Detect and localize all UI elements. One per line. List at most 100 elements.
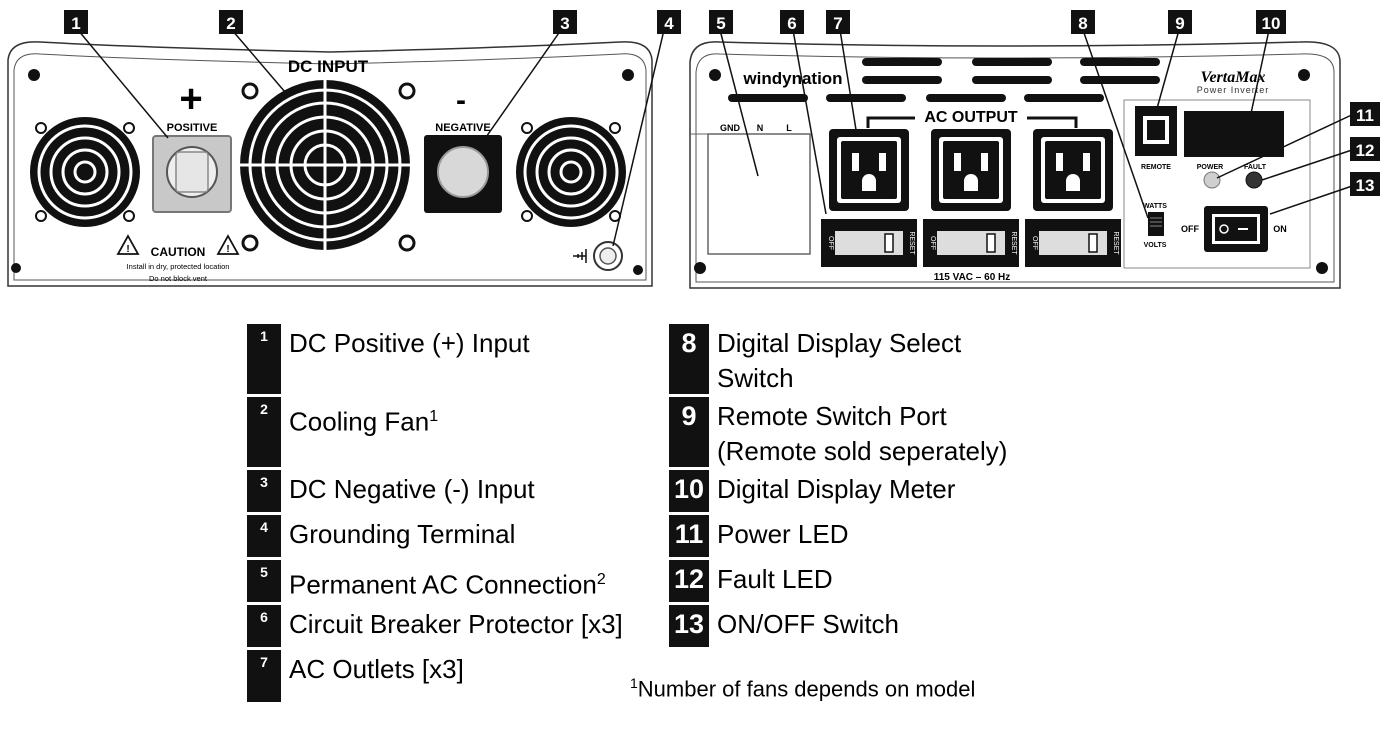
ac-output-label: AC OUTPUT bbox=[924, 109, 1018, 126]
legend-number: 12 bbox=[669, 560, 709, 602]
legend-number: 4 bbox=[247, 515, 281, 557]
legend-text-line2: (Remote sold seperately) bbox=[717, 436, 1008, 466]
svg-text:!: ! bbox=[126, 244, 129, 255]
legend-text: AC Outlets [x3] bbox=[289, 654, 464, 684]
svg-text:-: - bbox=[456, 84, 466, 117]
digital-display bbox=[1184, 111, 1284, 157]
legend-number: 3 bbox=[247, 470, 281, 512]
svg-text:OFF: OFF bbox=[929, 236, 936, 250]
footnote: 1Number of fans depends on model bbox=[630, 675, 975, 702]
cooling-fan bbox=[240, 80, 416, 252]
legend-item-1: 1 DC Positive (+) Input bbox=[247, 324, 530, 394]
legend-item-3: 3 DC Negative (-) Input bbox=[247, 470, 535, 512]
legend-text: Remote Switch Port bbox=[717, 401, 947, 431]
footnote-text: Number of fans depends on model bbox=[637, 676, 976, 702]
legend-text: Permanent AC Connection bbox=[289, 569, 597, 600]
legend-number: 8 bbox=[669, 324, 709, 394]
on-off-switch: OFF ON bbox=[1181, 206, 1287, 252]
ground-terminal bbox=[573, 241, 623, 271]
legend-text: Grounding Terminal bbox=[289, 519, 516, 549]
svg-text:10: 10 bbox=[1262, 14, 1281, 33]
svg-text:5: 5 bbox=[716, 14, 725, 33]
legend-item-13: 13 ON/OFF Switch bbox=[669, 605, 899, 647]
svg-text:L: L bbox=[786, 123, 792, 133]
callout-10: 10 bbox=[1256, 10, 1286, 34]
caution-label: ! ! CAUTION Install in dry, protected lo… bbox=[116, 234, 240, 283]
svg-text:!: ! bbox=[226, 244, 229, 255]
legend-text: Digital Display Meter bbox=[717, 474, 956, 504]
svg-text:Power Inverter: Power Inverter bbox=[1197, 85, 1270, 95]
legend-text: DC Positive (+) Input bbox=[289, 328, 530, 358]
legend-text: Cooling Fan bbox=[289, 406, 430, 437]
power-led bbox=[1203, 171, 1221, 189]
svg-text:7: 7 bbox=[833, 14, 842, 33]
footnote-marker: 1 bbox=[630, 675, 638, 691]
svg-text:RESET: RESET bbox=[908, 231, 915, 255]
legend-item-7: 7 AC Outlets [x3] bbox=[247, 650, 464, 702]
callout-13: 13 bbox=[1350, 172, 1380, 196]
svg-text:+: + bbox=[179, 77, 202, 121]
svg-text:OFF: OFF bbox=[1031, 236, 1038, 250]
legend-number: 1 bbox=[247, 324, 281, 394]
display-select-switch: WATTS VOLTS bbox=[1143, 203, 1167, 249]
svg-text:POWER: POWER bbox=[1197, 164, 1223, 171]
svg-text:WATTS: WATTS bbox=[1143, 203, 1167, 210]
callout-2: 2 bbox=[219, 10, 243, 34]
legend-item-4: 4 Grounding Terminal bbox=[247, 515, 515, 557]
callout-6: 6 bbox=[780, 10, 804, 34]
svg-text:8: 8 bbox=[1078, 14, 1087, 33]
right-small-fan bbox=[514, 115, 628, 229]
legend-number: 11 bbox=[669, 515, 709, 557]
svg-text:Do not block vent: Do not block vent bbox=[149, 274, 208, 283]
legend-text: DC Negative (-) Input bbox=[289, 474, 535, 504]
legend-number: 5 bbox=[247, 560, 281, 602]
callout-5: 5 bbox=[709, 10, 733, 34]
circuit-breaker-2: OFF RESET bbox=[922, 218, 1020, 268]
callout-1: 1 bbox=[64, 10, 88, 34]
vent-slots bbox=[728, 58, 1160, 102]
svg-text:9: 9 bbox=[1175, 14, 1184, 33]
circuit-breaker-3: OFF RESET bbox=[1024, 218, 1122, 268]
svg-text:N: N bbox=[757, 123, 764, 133]
legend-item-11: 11 Power LED bbox=[669, 515, 849, 557]
svg-text:13: 13 bbox=[1356, 176, 1375, 195]
circuit-breaker-1: OFF RESET bbox=[820, 218, 918, 268]
legend-superscript: 1 bbox=[429, 408, 439, 425]
legend-superscript: 2 bbox=[596, 571, 606, 588]
legend-text: Power LED bbox=[717, 519, 849, 549]
legend-item-6: 6 Circuit Breaker Protector [x3] bbox=[247, 605, 623, 647]
svg-text:REMOTE: REMOTE bbox=[1141, 164, 1171, 171]
svg-text:6: 6 bbox=[787, 14, 796, 33]
callout-8: 8 bbox=[1071, 10, 1095, 34]
svg-text:OFF: OFF bbox=[827, 236, 834, 250]
legend-text: Circuit Breaker Protector [x3] bbox=[289, 609, 623, 639]
callout-badges: 1 2 3 4 5 6 7 8 9 10 11 12 13 bbox=[64, 10, 1380, 196]
legend-item-9: 9 Remote Switch Port (Remote sold sepera… bbox=[669, 397, 1007, 469]
svg-text:1: 1 bbox=[71, 14, 80, 33]
legend-number: 6 bbox=[247, 605, 281, 647]
callout-3: 3 bbox=[553, 10, 577, 34]
svg-text:3: 3 bbox=[560, 14, 569, 33]
legend-text: Fault LED bbox=[717, 564, 833, 594]
legend-text-line2: Switch bbox=[717, 363, 794, 393]
legend-item-10: 10 Digital Display Meter bbox=[669, 470, 955, 512]
fault-led bbox=[1245, 171, 1263, 189]
legend-text: ON/OFF Switch bbox=[717, 609, 900, 639]
ac-terminal-block: GND N L bbox=[690, 123, 811, 255]
svg-text:GND: GND bbox=[720, 123, 741, 133]
legend-number: 13 bbox=[669, 605, 709, 647]
svg-text:ON: ON bbox=[1273, 224, 1287, 234]
product-logo: VertaMax bbox=[1201, 69, 1266, 86]
leader-lines bbox=[77, 29, 1359, 247]
callout-4: 4 bbox=[657, 10, 681, 34]
dc-input-label: DC INPUT bbox=[288, 57, 369, 76]
ac-outlet-2 bbox=[931, 129, 1011, 211]
svg-text:Install in dry, protected loca: Install in dry, protected location bbox=[127, 262, 230, 271]
positive-terminal: + POSITIVE bbox=[152, 77, 232, 213]
callout-11: 11 bbox=[1350, 102, 1380, 126]
remote-port: REMOTE bbox=[1135, 106, 1177, 171]
ac-outlet-3 bbox=[1033, 129, 1113, 211]
svg-text:4: 4 bbox=[664, 14, 674, 33]
inverter-panels-diagram: + POSITIVE DC INPUT - NEGATIVE bbox=[7, 10, 1380, 289]
brand-logo: windynation bbox=[742, 69, 842, 88]
